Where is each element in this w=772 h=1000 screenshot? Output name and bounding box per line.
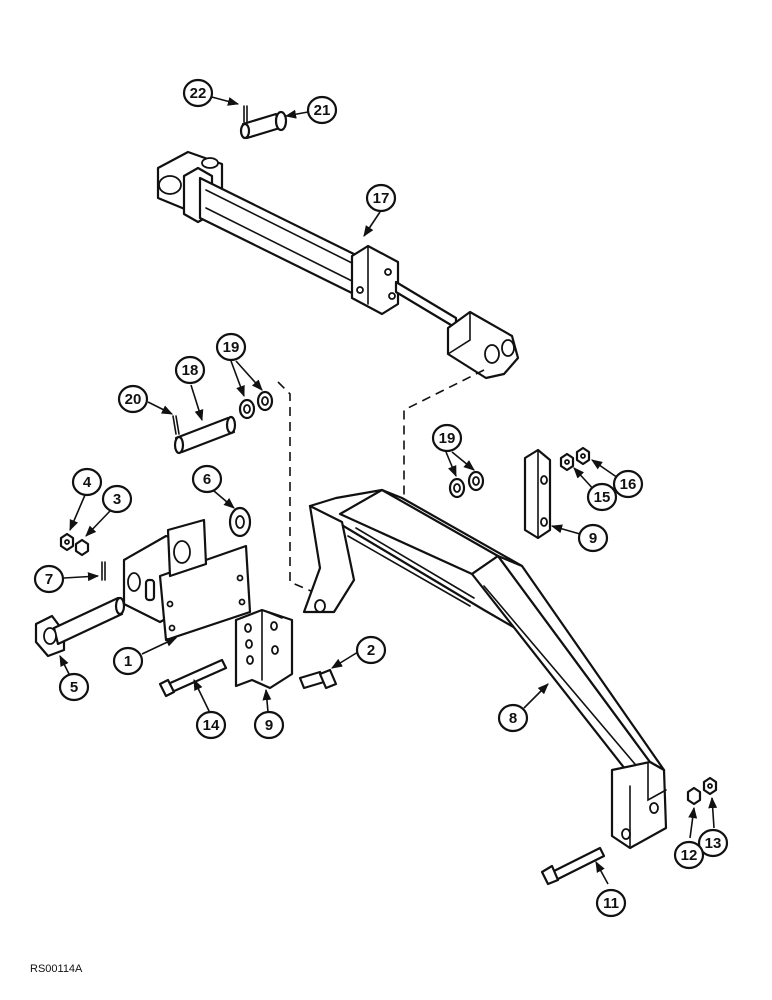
callout-20: 20	[117, 384, 149, 414]
washers-19-lower	[448, 470, 485, 499]
washers-19-upper	[238, 390, 274, 420]
svg-text:7: 7	[45, 571, 53, 588]
callout-16: 16	[612, 469, 644, 499]
nut-3	[74, 538, 90, 557]
hydraulic-cylinder	[156, 150, 520, 380]
callout-19-lower: 19	[431, 423, 463, 453]
callout-22: 22	[182, 78, 214, 108]
figure-code: RS00114A	[30, 963, 83, 975]
callout-8: 8	[497, 703, 529, 733]
pin-18	[173, 415, 237, 455]
svg-text:21: 21	[314, 102, 331, 119]
mount-plate-1	[122, 518, 252, 642]
svg-text:13: 13	[705, 835, 722, 852]
nut-16	[575, 446, 591, 466]
svg-text:3: 3	[113, 491, 121, 508]
svg-text:14: 14	[203, 717, 220, 734]
callout-17: 17	[365, 183, 397, 213]
callout-2: 2	[355, 635, 387, 665]
callout-7: 7	[33, 564, 65, 594]
callout-1: 1	[112, 646, 144, 676]
pin-5	[34, 596, 126, 658]
svg-text:11: 11	[603, 895, 619, 912]
svg-text:19: 19	[223, 339, 240, 356]
svg-text:9: 9	[265, 717, 273, 734]
bolt-14	[158, 658, 228, 698]
callout-12: 12	[673, 840, 705, 870]
svg-text:8: 8	[509, 710, 517, 727]
callout-9-lower: 9	[253, 710, 285, 740]
nut-12	[686, 786, 702, 806]
svg-text:2: 2	[367, 642, 375, 659]
nut-13	[702, 776, 718, 796]
bracket-9-lower	[234, 608, 294, 690]
svg-text:22: 22	[190, 85, 207, 102]
pin-21	[239, 110, 288, 140]
nut-15	[559, 452, 575, 472]
cotter-pin-20	[172, 415, 180, 435]
callout-9-upper: 9	[577, 523, 609, 553]
svg-text:1: 1	[124, 653, 132, 670]
callout-19-upper: 19	[215, 332, 247, 362]
bracket-9-upper	[523, 448, 552, 540]
nut-4	[59, 532, 75, 552]
bolt-11	[540, 846, 606, 886]
svg-text:18: 18	[182, 362, 199, 379]
cotter-pin-22	[243, 105, 248, 123]
callout-11: 11	[595, 888, 627, 918]
arm-8	[302, 488, 668, 850]
svg-text:16: 16	[620, 476, 637, 493]
callout-15: 15	[586, 482, 618, 512]
callout-13: 13	[697, 828, 729, 858]
callout-18: 18	[174, 355, 206, 385]
svg-text:9: 9	[589, 530, 597, 547]
callout-21: 21	[306, 95, 338, 125]
callout-5: 5	[58, 672, 90, 702]
dashed-assembly-lines	[277, 369, 485, 595]
svg-text:20: 20	[125, 391, 142, 408]
svg-text:5: 5	[70, 679, 78, 696]
callout-6: 6	[191, 464, 223, 494]
svg-text:15: 15	[594, 489, 611, 506]
svg-text:12: 12	[681, 847, 698, 864]
cotter-pin-7	[101, 561, 106, 581]
callout-4: 4	[71, 467, 103, 497]
svg-text:6: 6	[203, 471, 211, 488]
svg-text:17: 17	[373, 190, 390, 207]
callout-14: 14	[195, 710, 227, 740]
svg-text:4: 4	[83, 474, 92, 491]
washer-6	[228, 506, 252, 538]
bolt-2	[298, 668, 338, 690]
callout-3: 3	[101, 484, 133, 514]
svg-text:19: 19	[439, 430, 456, 447]
